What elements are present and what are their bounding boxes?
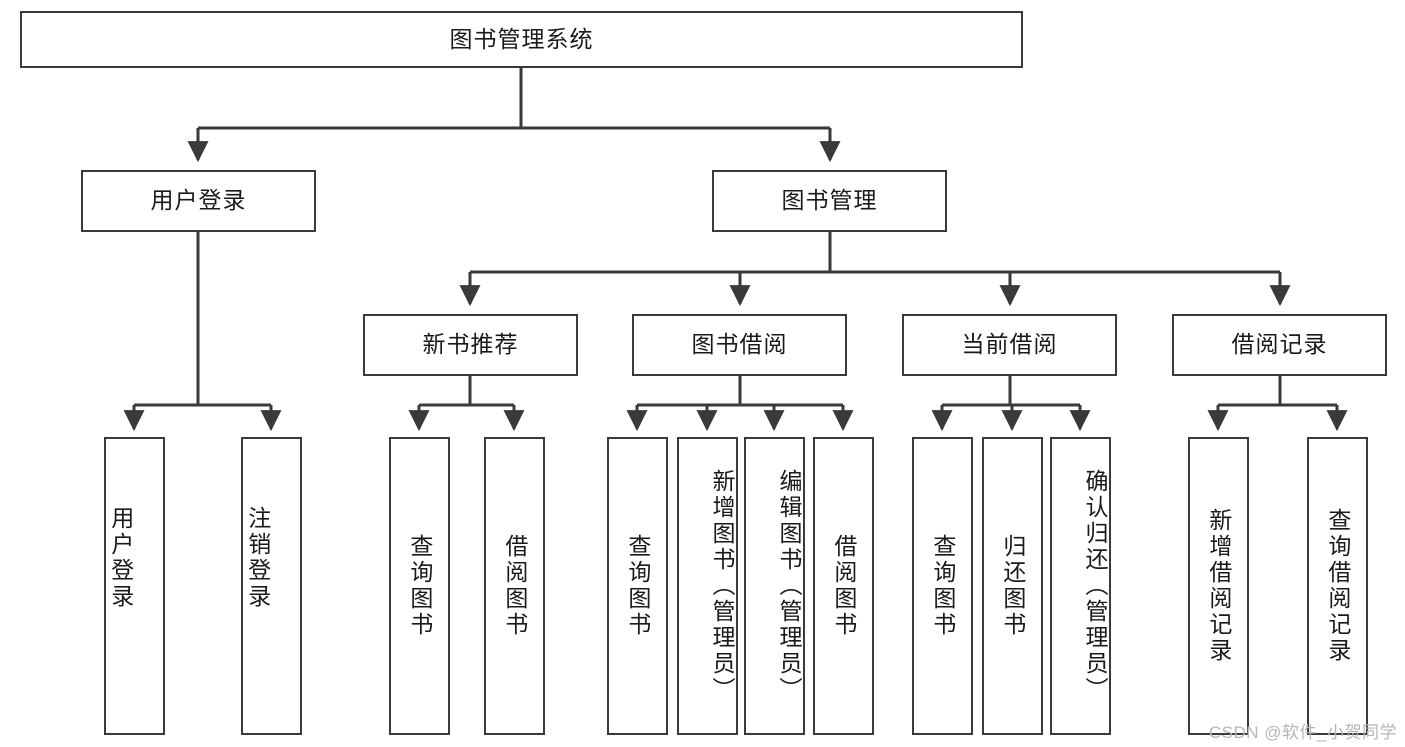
node-leaf-label: 借阅图书	[501, 534, 528, 638]
node-leaf-label: 查询图书	[624, 534, 651, 638]
node-leaf-label: 新增借阅记录	[1205, 508, 1232, 664]
node-level3-3[interactable]: 借阅记录	[1172, 314, 1387, 376]
node-leaf-7[interactable]: 借阅图书	[813, 437, 874, 735]
csdn-watermark: CSDN @软件_小贺同学	[1208, 723, 1397, 742]
node-leaf-label: 借阅图书	[830, 534, 857, 638]
node-leaf-1[interactable]: 注销登录	[241, 437, 302, 735]
node-leaf-9[interactable]: 归还图书	[982, 437, 1043, 735]
node-leaf-10[interactable]: 确认归还（管理员）	[1050, 437, 1111, 735]
node-leaf-label: 新增图书（管理员）	[709, 469, 735, 703]
node-leaf-label: 归还图书	[999, 534, 1026, 638]
node-root[interactable]: 图书管理系统	[20, 11, 1023, 68]
node-leaf-label: 注销登录	[244, 506, 271, 610]
node-leaf-8[interactable]: 查询图书	[912, 437, 973, 735]
node-level3-0[interactable]: 新书推荐	[363, 314, 578, 376]
node-leaf-3[interactable]: 借阅图书	[484, 437, 545, 735]
node-leaf-label: 确认归还（管理员）	[1082, 469, 1108, 703]
node-leaf-label: 查询图书	[406, 534, 433, 638]
node-level3-1[interactable]: 图书借阅	[632, 314, 847, 376]
node-leaf-label: 用户登录	[107, 506, 134, 610]
node-leaf-6[interactable]: 编辑图书（管理员）	[744, 437, 805, 735]
node-level2-0[interactable]: 用户登录	[81, 170, 316, 232]
node-leaf-2[interactable]: 查询图书	[389, 437, 450, 735]
node-leaf-11[interactable]: 新增借阅记录	[1188, 437, 1249, 735]
node-leaf-label: 查询图书	[929, 534, 956, 638]
node-level2-1[interactable]: 图书管理	[712, 170, 947, 232]
node-level3-2[interactable]: 当前借阅	[902, 314, 1117, 376]
node-leaf-5[interactable]: 新增图书（管理员）	[677, 437, 738, 735]
node-leaf-label: 查询借阅记录	[1324, 508, 1351, 664]
node-leaf-4[interactable]: 查询图书	[607, 437, 668, 735]
node-leaf-0[interactable]: 用户登录	[104, 437, 165, 735]
node-leaf-label: 编辑图书（管理员）	[776, 469, 802, 703]
node-leaf-12[interactable]: 查询借阅记录	[1307, 437, 1368, 735]
